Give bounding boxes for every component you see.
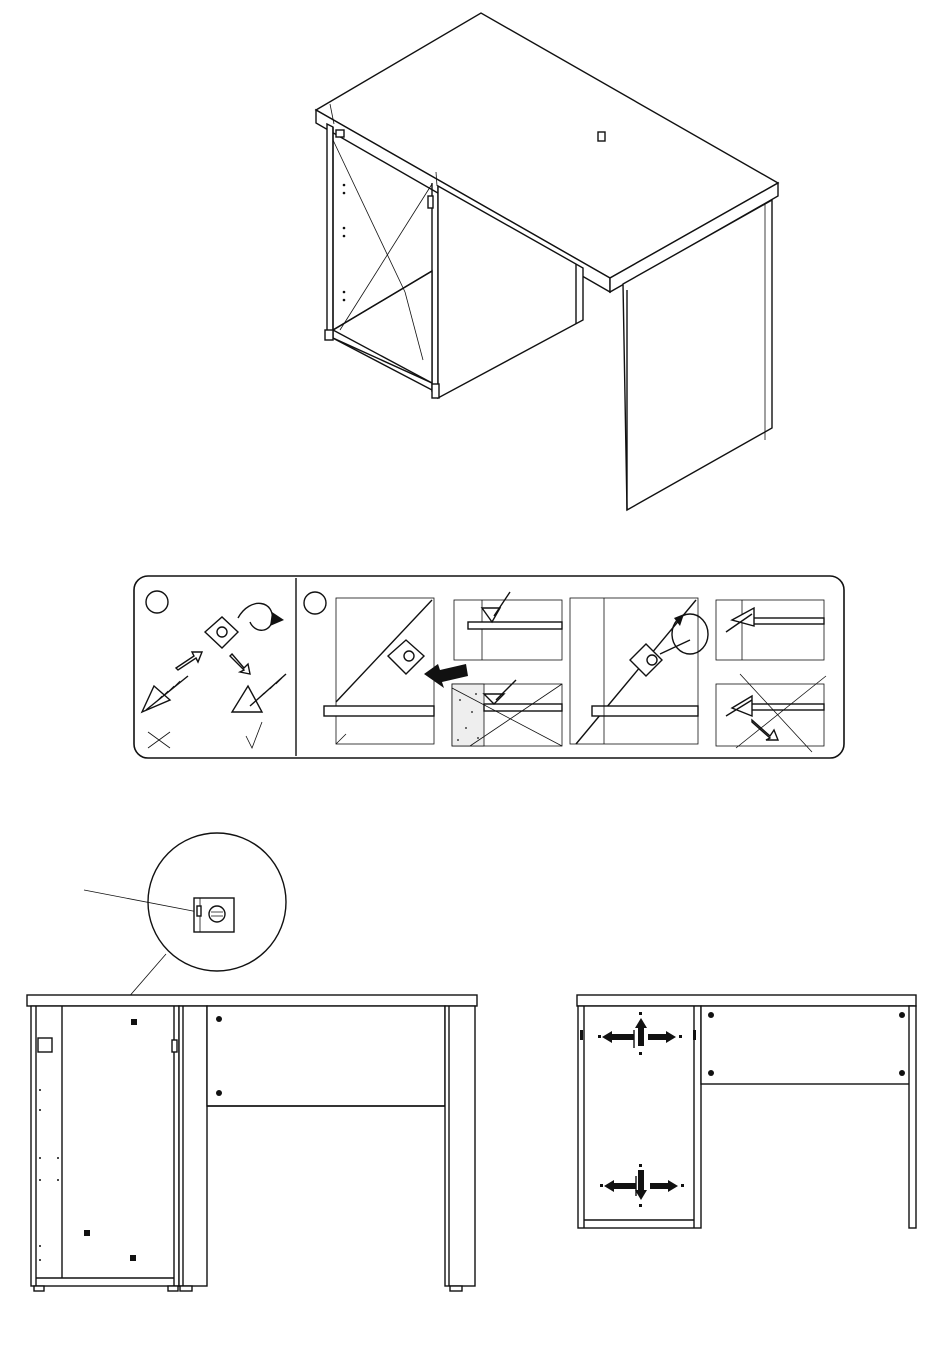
corner-block-icon (598, 132, 605, 141)
pedestal-left-side (327, 124, 333, 338)
corner-block-icon (428, 196, 433, 208)
rear-view-modesty-panel (701, 1006, 913, 1084)
desk-front-view-drawing (27, 833, 477, 1291)
desk-rear-view-drawing (577, 995, 916, 1228)
front-view-modesty-panel (207, 1006, 445, 1106)
pedestal-bottom-shelf (333, 271, 432, 383)
front-view-tabletop (27, 995, 477, 1006)
step-marker-2 (304, 592, 326, 614)
corner-block-icon (336, 130, 344, 137)
step-marker-1 (146, 591, 168, 613)
rear-view-tabletop (577, 995, 916, 1006)
fitting-instruction-panel (134, 576, 844, 758)
magnified-connector-fitting (194, 898, 234, 932)
desk-perspective-drawing (316, 13, 778, 510)
